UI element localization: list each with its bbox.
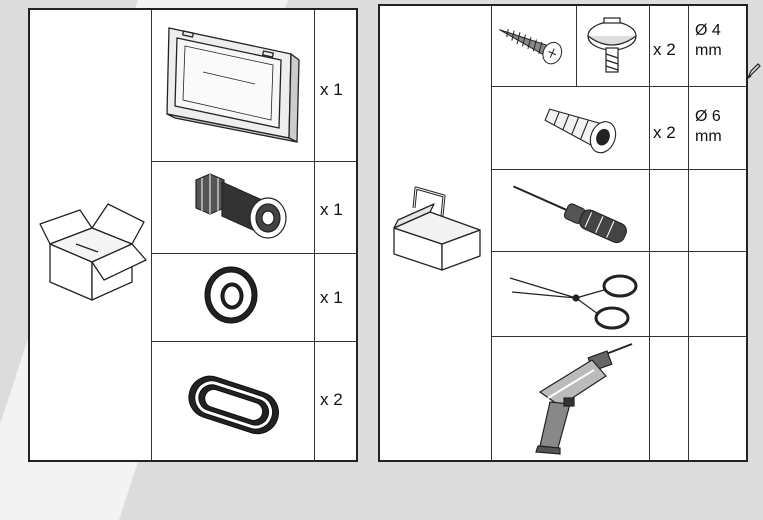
pen-icon [746, 62, 762, 80]
drill-icon [520, 342, 640, 456]
column-divider [688, 6, 689, 460]
row-divider [491, 251, 746, 252]
screwdriver-icon [506, 178, 636, 246]
diameter-label: Ø 6 [695, 108, 721, 125]
sealing-ring-icon [200, 264, 264, 326]
grommet-icon [182, 366, 286, 442]
installation-tools-panel: x 2 Ø 4 mm x 2 Ø 6 mm [378, 4, 748, 462]
unit-label: mm [695, 42, 722, 59]
row-divider [491, 336, 746, 337]
quantity-label: x 2 [653, 123, 676, 142]
row-divider [151, 253, 356, 254]
row-divider [491, 86, 746, 87]
quantity-label: x 2 [320, 390, 343, 409]
row-divider [491, 169, 746, 170]
column-divider [151, 10, 152, 460]
quantity-label: x 1 [320, 288, 343, 307]
scissors-icon [506, 260, 646, 332]
column-divider [649, 6, 650, 460]
diameter-label: Ø 4 [695, 22, 721, 39]
column-divider [576, 6, 577, 86]
quantity-label: x 1 [320, 200, 343, 219]
open-box-icon [36, 200, 148, 304]
package-contents-panel: x 1 x 1 x 1 [28, 8, 358, 462]
quantity-label: x 1 [320, 80, 343, 99]
cable-gland-icon [188, 170, 292, 246]
wall-plug-icon [540, 96, 630, 166]
column-divider [314, 10, 315, 460]
emergency-light-icon [163, 20, 303, 150]
row-divider [151, 341, 356, 342]
quantity-label: x 2 [653, 40, 676, 59]
column-divider [491, 6, 492, 460]
toolbox-icon [386, 182, 486, 274]
unit-label: mm [695, 128, 722, 145]
row-divider [151, 161, 356, 162]
screw-icon [494, 20, 574, 70]
screw-cap-icon [584, 14, 640, 80]
